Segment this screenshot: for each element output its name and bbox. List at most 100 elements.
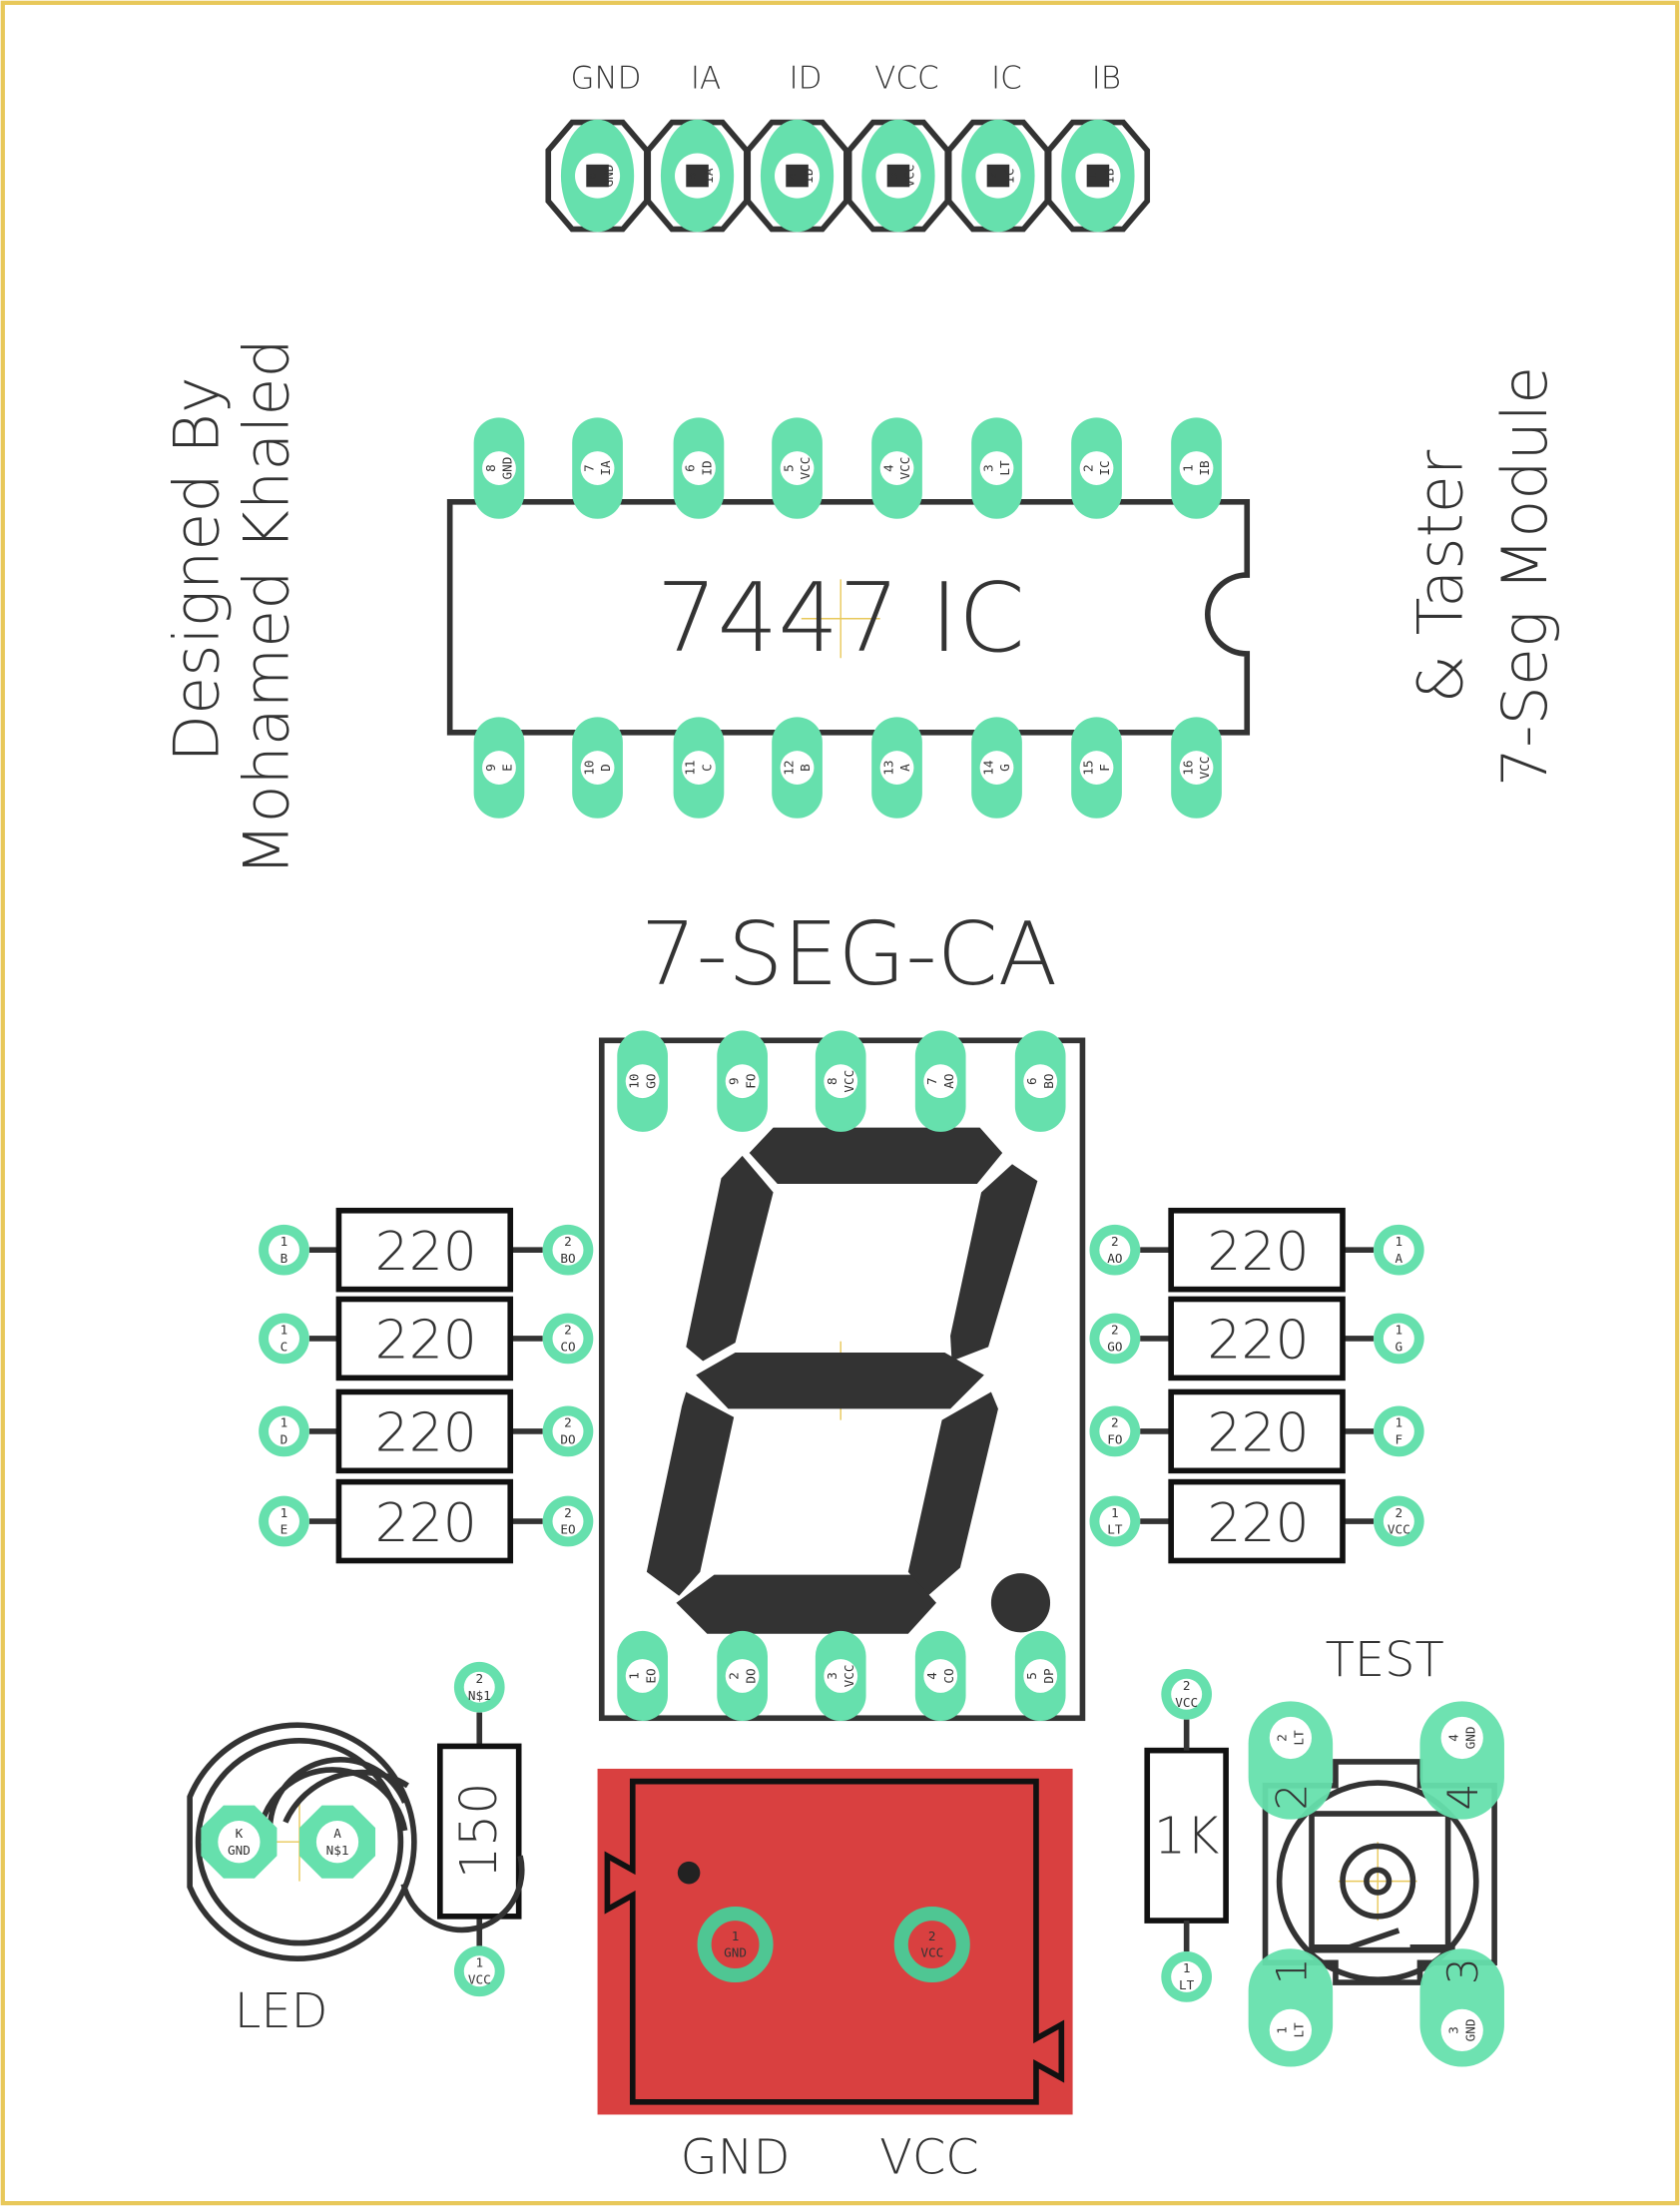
pin-number: 2 xyxy=(564,1505,572,1520)
pin-signal: VCC xyxy=(1175,1695,1198,1710)
pin-number: 2 xyxy=(1396,1505,1403,1520)
pin-number: 3 xyxy=(980,464,995,472)
pin-signal: B xyxy=(280,1251,288,1266)
pin-signal: VCC xyxy=(841,1070,856,1093)
pin-number: 1 xyxy=(732,1929,740,1943)
led-label: LED xyxy=(235,1984,328,2039)
pin-number: 4 xyxy=(924,1672,939,1680)
pin-number: 1 xyxy=(1111,1505,1119,1520)
pin-signal: D xyxy=(598,764,613,772)
pin-number: 1 xyxy=(280,1323,288,1338)
pin-label: 1G xyxy=(1396,1323,1403,1355)
resistor-body xyxy=(335,1478,514,1564)
circle xyxy=(824,1659,858,1693)
segment-f xyxy=(686,1155,774,1362)
circle xyxy=(725,1659,760,1693)
resistor-value: 1K xyxy=(1154,1806,1219,1865)
resistor-pad: 1F xyxy=(1373,1405,1424,1457)
pin-label: 2CO xyxy=(560,1323,575,1355)
pin-number: 2 xyxy=(475,1671,483,1686)
pin-signal: FO xyxy=(1107,1432,1122,1447)
pin-number: 7 xyxy=(581,464,596,472)
circle xyxy=(580,751,615,785)
segment-g xyxy=(696,1353,984,1409)
pin-signal: VCC xyxy=(1388,1522,1410,1537)
resistor-value: 220 xyxy=(1207,1401,1309,1464)
circle xyxy=(268,1415,299,1447)
ic-7447: 7447 IC xyxy=(446,499,1251,736)
pin-label: AN$1 xyxy=(326,1826,349,1858)
circle xyxy=(552,1323,584,1355)
module-title-line-2: 7-Seg Module xyxy=(1488,366,1561,787)
pin-signal: ID xyxy=(801,168,816,183)
pin-number: 1 xyxy=(1085,172,1100,180)
pin-label: 2N$1 xyxy=(468,1671,491,1703)
pin-signal: EO xyxy=(560,1522,575,1537)
pin-number: 8 xyxy=(825,1077,840,1085)
segment-b xyxy=(950,1164,1038,1362)
power-label-vcc: VCC xyxy=(879,2131,979,2186)
circle xyxy=(697,1906,774,1983)
circle xyxy=(268,1505,299,1537)
resistor-body xyxy=(437,1743,522,1920)
pin-signal: G xyxy=(1396,1340,1403,1355)
credit-line-2: Mohamed Khaled xyxy=(231,338,303,876)
pin-number: 1 xyxy=(1396,1234,1403,1249)
rect xyxy=(986,164,1010,188)
circle xyxy=(1099,1323,1131,1355)
circle xyxy=(893,1906,970,1983)
pin-label: 1B xyxy=(280,1234,288,1266)
circle xyxy=(552,1505,584,1537)
pin-signal: VCC xyxy=(901,165,916,188)
pin-label: 2FO xyxy=(1107,1415,1122,1447)
pin-signal: CO xyxy=(941,1668,956,1683)
rect xyxy=(1419,1948,1504,2067)
pin-number: 4 xyxy=(880,464,895,472)
pin-label: 2AO xyxy=(1107,1234,1122,1266)
circle xyxy=(1383,1234,1414,1266)
pin-signal: GND xyxy=(1462,1727,1477,1750)
resistor-value: 220 xyxy=(1207,1491,1309,1554)
resistor-pad: 2BO xyxy=(542,1224,594,1276)
display-label: 7-SEG-CA xyxy=(641,903,1057,1005)
ic-label: 7447 IC xyxy=(657,562,1025,674)
pin-number: 3 xyxy=(825,1672,840,1680)
pin-number: 2 xyxy=(928,1929,936,1943)
pin-number: 9 xyxy=(483,764,498,772)
pin-signal: G xyxy=(997,764,1012,772)
resistor-pad: 1B xyxy=(259,1224,309,1276)
pin-signal: LT xyxy=(1292,2022,1307,2038)
segment-a xyxy=(749,1127,1003,1184)
pin-signal: N$1 xyxy=(468,1688,491,1703)
circle xyxy=(1099,1505,1131,1537)
circle xyxy=(463,1955,495,1987)
